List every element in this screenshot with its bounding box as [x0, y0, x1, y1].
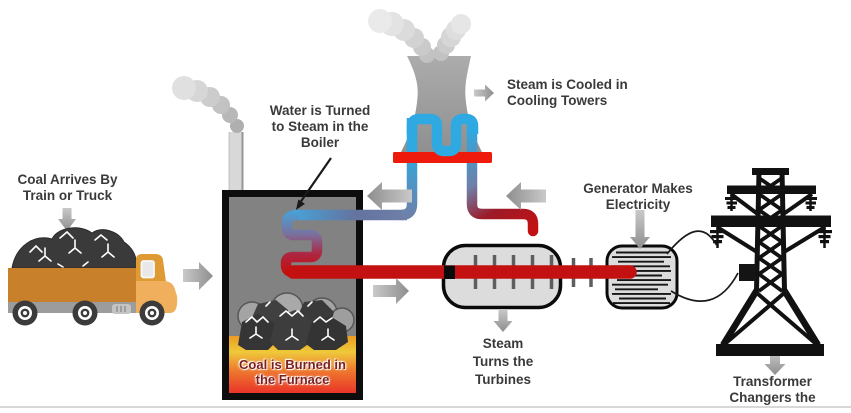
cooling-tower-basin-bar [393, 152, 492, 163]
label-line: Electricity [605, 197, 671, 212]
label-line: Transformer [733, 374, 812, 389]
label-line: to Steam in the [271, 119, 369, 134]
flow-arrow-down-to-truck [58, 208, 76, 231]
boiler-zigzag-pipe [280, 209, 323, 278]
hot-steam-to-turbine-pipe [466, 116, 539, 237]
flow-arrow-left-to-cooling-tower [506, 182, 546, 210]
flow-arrow-down-transformer-caption [764, 351, 786, 375]
cooling-tower-coil-pipe [406, 113, 479, 157]
transmission-tower [710, 168, 832, 356]
transformer-box [739, 264, 756, 281]
label-line: Changers the [729, 390, 816, 405]
chimney [228, 132, 244, 193]
label-generator-electricity: Generator Makes Electricity [573, 181, 703, 213]
insulator-main-right [817, 227, 832, 248]
furnace-coal-pile [237, 292, 355, 350]
cooling-tower [396, 56, 487, 161]
label-line: Coal is Burned in [239, 357, 346, 372]
label-line: Steam [482, 336, 524, 351]
insulator-upper-right [804, 194, 817, 211]
flow-arrow-down-to-generator [630, 210, 650, 249]
turbine-inlet-stub [444, 265, 455, 279]
furnace-boiler [222, 190, 363, 400]
insulator-main-left [710, 227, 725, 248]
truck-coal-highlights [29, 230, 115, 268]
label-line: Turns the [472, 354, 534, 369]
flow-arrow-right-steam-to-turbine [373, 278, 409, 304]
bottom-border-line [0, 406, 851, 408]
label-line: Cooling Towers [507, 93, 608, 108]
label-line: Coal Arrives By [17, 172, 118, 187]
label-steam-turbines: Steam Turns the Turbines [455, 335, 551, 389]
label-line: Steam is Cooled in [507, 77, 628, 92]
label-line: Train or Truck [22, 188, 113, 203]
truck-window [140, 260, 155, 279]
label-line: Water is Turned [269, 103, 371, 118]
cooling-left-leg-pipe [400, 118, 418, 221]
label-transformer: Transformer Changers the [710, 374, 835, 406]
wire-generator-to-transformer [670, 272, 739, 302]
cooling-tower-smoke [368, 9, 471, 63]
label-line: Boiler [300, 135, 340, 150]
flow-arrow-right-truck-to-furnace [183, 262, 213, 290]
coal-truck [8, 227, 178, 326]
label-coal-arrives: Coal Arrives By Train or Truck [5, 172, 130, 204]
truck-bed [8, 268, 137, 302]
insulator-upper-left [725, 194, 738, 211]
chimney-smoke [172, 76, 244, 133]
boiler-annotation-arrow [296, 157, 332, 210]
truck-muffler [112, 304, 131, 314]
label-line: Generator Makes [583, 181, 693, 196]
truck-wheels [12, 300, 165, 326]
label-line: Turbines [474, 372, 531, 387]
flow-arrow-down-turbine-caption [493, 309, 513, 332]
label-line: the Furnace [255, 372, 330, 387]
wire-generator-to-tower [666, 230, 718, 255]
flow-arrow-left-to-boiler [367, 182, 412, 210]
label-coal-burned-furnace: Coal is Burned in the Furnace [231, 357, 354, 387]
label-water-to-steam: Water is Turned to Steam in the Boiler [250, 103, 390, 151]
label-steam-cooled: Steam is Cooled in Cooling Towers [507, 77, 657, 109]
flow-arrow-right-tower-caption [474, 84, 494, 102]
flow-arrows [58, 84, 786, 375]
